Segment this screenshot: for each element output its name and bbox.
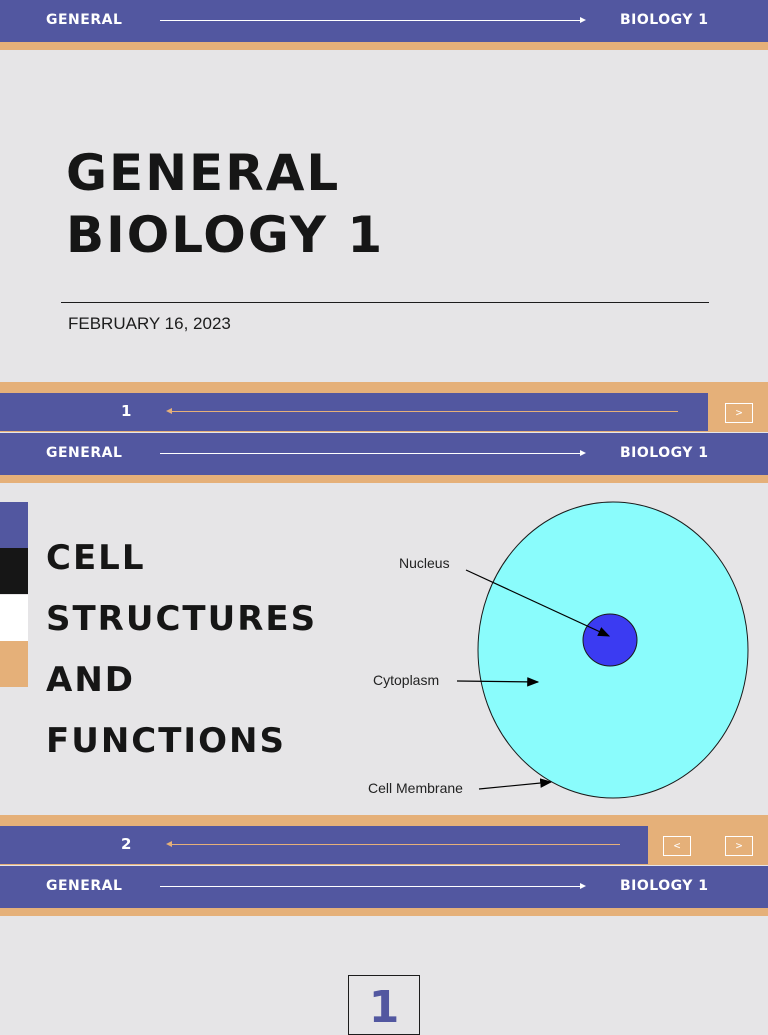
- cell-diagram: Nucleus Cytoplasm Cell Membrane: [368, 501, 749, 799]
- page-number: 1: [121, 402, 132, 420]
- header-left-label: GENERAL: [46, 12, 123, 28]
- slide-title-line3: AND: [46, 660, 135, 700]
- arrow-left-icon: [166, 841, 172, 847]
- section-number: 1: [368, 982, 400, 1033]
- next-slide-button[interactable]: >: [725, 403, 753, 423]
- slide-title-line1: CELL: [46, 538, 146, 578]
- page-number: 2: [121, 835, 132, 853]
- cytoplasm-pointer: [456, 677, 540, 687]
- slide-date: FEBRUARY 16, 2023: [68, 314, 231, 333]
- label-cell-membrane: Cell Membrane: [368, 780, 463, 796]
- header-left-label: GENERAL: [46, 878, 123, 894]
- color-swatch-blue: [0, 502, 28, 548]
- header-stripe: [0, 908, 768, 916]
- next-slide-button[interactable]: >: [725, 836, 753, 856]
- footer-bar: 1: [0, 393, 708, 431]
- slide-header: GENERAL BIOLOGY 1: [0, 866, 768, 908]
- footer-arrow-line: [170, 411, 678, 412]
- arrow-right-icon: [580, 883, 586, 889]
- header-arrow-line: [160, 453, 580, 454]
- header-stripe: [0, 42, 768, 50]
- color-swatch-black: [0, 548, 28, 594]
- slide-header: GENERAL BIOLOGY 1: [0, 433, 768, 475]
- arrow-right-icon: [580, 450, 586, 456]
- slide-title-line2: STRUCTURES: [46, 599, 318, 639]
- label-cytoplasm: Cytoplasm: [373, 672, 439, 688]
- prev-slide-button[interactable]: <: [663, 836, 691, 856]
- title-divider: [61, 302, 709, 303]
- header-right-label: BIOLOGY 1: [620, 12, 709, 28]
- label-nucleus: Nucleus: [399, 555, 450, 571]
- arrow-right-icon: [580, 17, 586, 23]
- nucleus-pointer: [465, 569, 611, 637]
- header-arrow-line: [160, 20, 580, 21]
- footer-arrow-line: [170, 844, 620, 845]
- header-right-label: BIOLOGY 1: [620, 878, 709, 894]
- header-arrow-line: [160, 886, 580, 887]
- header-stripe: [0, 475, 768, 483]
- footer-bar: 2: [0, 826, 648, 864]
- slide-title-line2: BIOLOGY 1: [66, 206, 385, 264]
- header-left-label: GENERAL: [46, 445, 123, 461]
- section-number-box: 1: [348, 975, 420, 1035]
- slide-title-line4: FUNCTIONS: [46, 721, 286, 761]
- slide-title-line1: GENERAL: [66, 144, 341, 202]
- color-swatch-white: [0, 595, 28, 641]
- nucleus-circle: [582, 613, 638, 667]
- color-swatch-orange: [0, 641, 28, 687]
- arrow-left-icon: [166, 408, 172, 414]
- header-right-label: BIOLOGY 1: [620, 445, 709, 461]
- membrane-pointer: [478, 778, 553, 790]
- slide-header: GENERAL BIOLOGY 1: [0, 0, 768, 42]
